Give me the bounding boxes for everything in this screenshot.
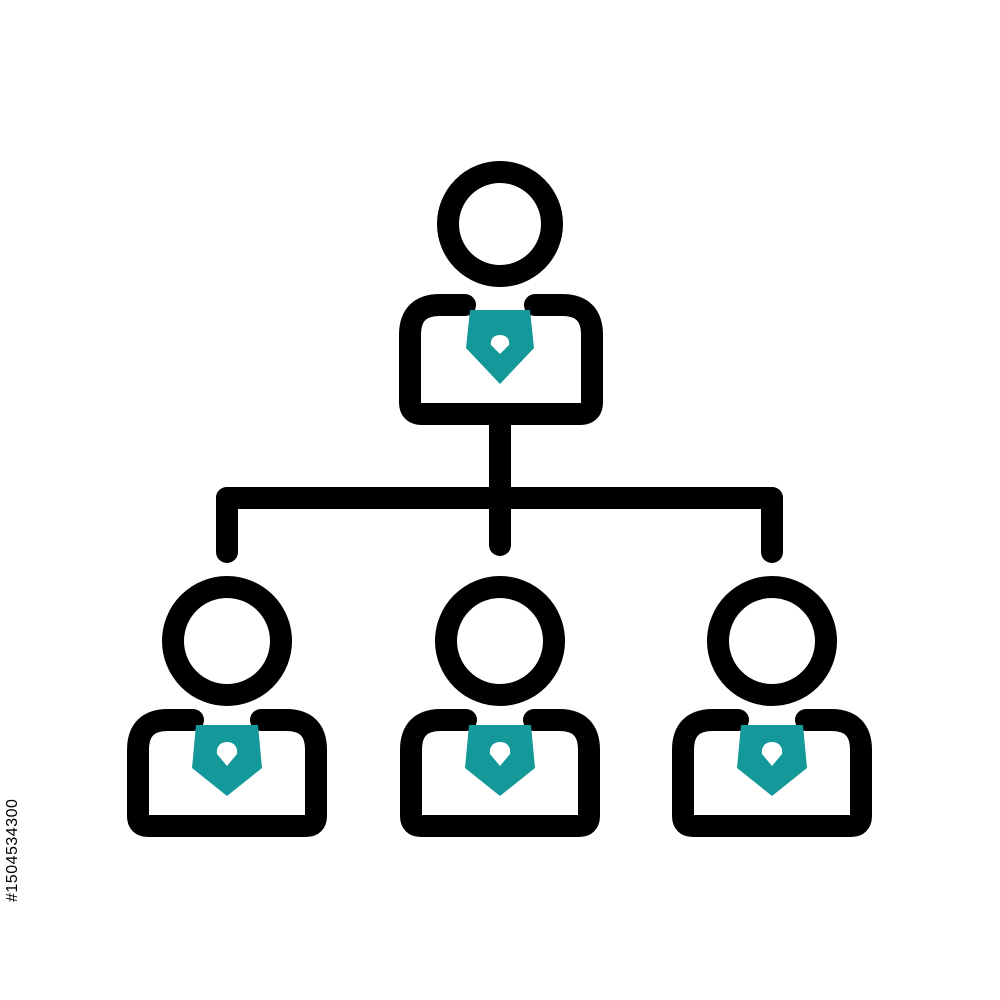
connector-lines [216,413,783,563]
tie-knot-icon [761,742,783,766]
top-person-icon [399,161,603,425]
child-person-left-icon [127,576,327,837]
tie-knot-icon [490,335,510,354]
head-icon [707,576,837,706]
stock-id-watermark: #1504534300 [4,798,21,902]
head-icon [162,576,292,706]
shoulders-icon [672,709,872,837]
head-icon [437,161,563,287]
child-person-right-icon [672,576,872,837]
child-person-middle-icon [400,576,600,837]
shoulders-icon [127,709,327,837]
shoulders-icon [399,294,603,425]
tie-knot-icon [489,742,511,766]
head-icon [435,576,565,706]
tie-knot-icon [216,742,238,766]
shoulders-icon [400,709,600,837]
